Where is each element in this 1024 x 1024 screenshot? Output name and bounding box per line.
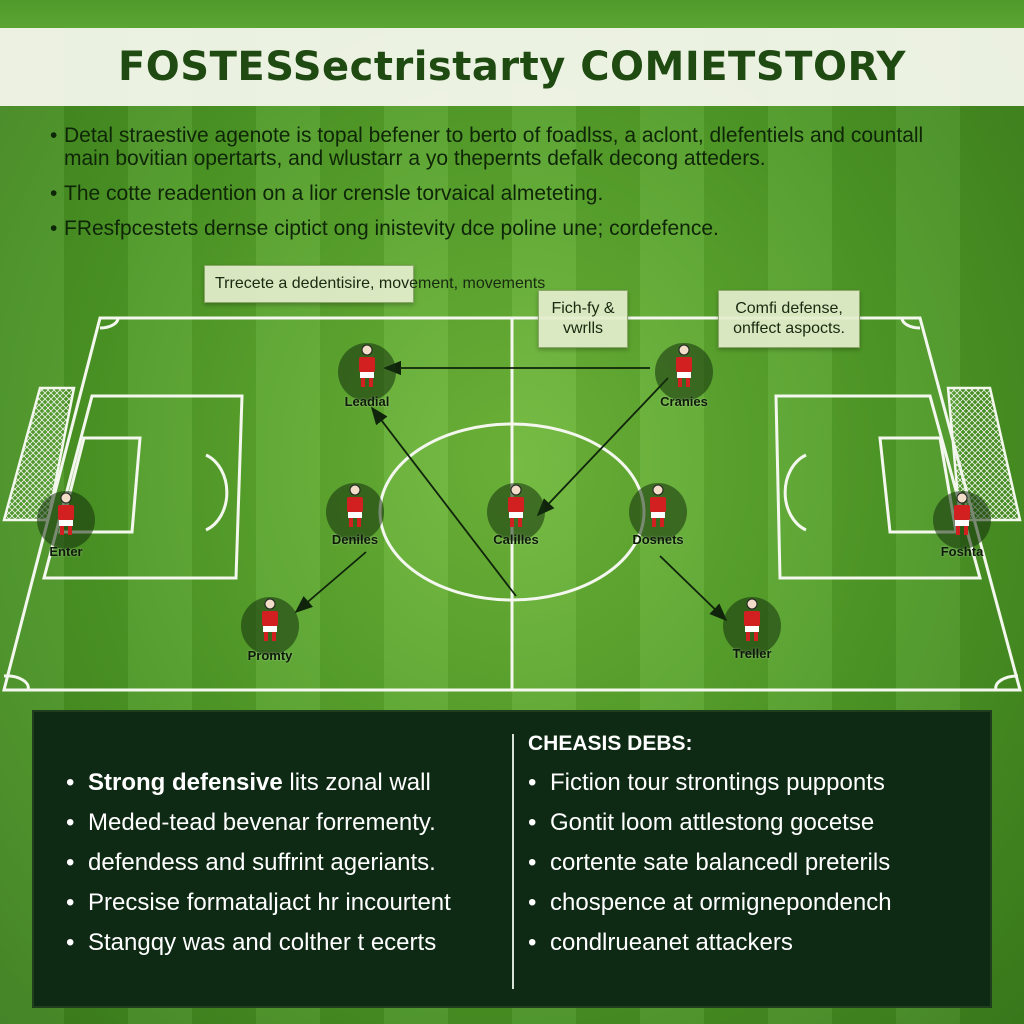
strengths-list: Strong defensive lits zonal wall Meded-t… — [66, 766, 451, 966]
intro-bullet: Detal straestive agenote is topal befene… — [50, 124, 970, 170]
weakness-item: cortente sate balancedl preterils — [528, 846, 892, 886]
strength-item: Strong defensive lits zonal wall — [66, 766, 451, 806]
right-penalty-arc — [783, 453, 807, 532]
strength-text: lits zonal wall — [282, 769, 431, 796]
tactic-arrow — [370, 406, 517, 597]
player-marker-promty — [241, 597, 299, 655]
player-marker-calilles — [487, 483, 545, 541]
player-label-cranies: Cranies — [660, 394, 708, 409]
player-marker-deniles — [326, 483, 384, 541]
panel-divider — [512, 734, 514, 989]
weakness-item: chospence at ormignepondench — [528, 886, 892, 926]
right-goal — [946, 386, 1022, 522]
weakness-item: condlrueanet attackers — [528, 926, 892, 966]
tactic-arrow — [536, 377, 669, 517]
player-marker-treller — [723, 597, 781, 655]
player-label-treller: Treller — [732, 646, 772, 661]
intro-bullet: FResfpcestets dernse ciptict ong inistev… — [50, 217, 970, 240]
note-defense: Comfi defense, onffect aspocts. — [718, 290, 860, 348]
weakness-item: Gontit loom attlestong gocetse — [528, 806, 892, 846]
player-label-dosnets: Dosnets — [632, 532, 684, 547]
player-label-foshta: Foshta — [940, 544, 984, 559]
player-label-enter: Enter — [49, 544, 83, 559]
note-movement: Trrecete a dedentisire, movement, moveme… — [204, 265, 545, 303]
corner-arc-tr — [900, 317, 921, 330]
strength-lead: Strong defensive — [88, 769, 283, 796]
tactic-arrow — [294, 551, 367, 614]
note-pitch: Fich-fy & vwrlls — [538, 290, 628, 348]
top-band — [0, 0, 1024, 28]
page-title: FOSTESSectristarty COMIETSTORY — [117, 44, 907, 90]
player-marker-foshta — [933, 491, 991, 549]
intro-list: Detal straestive agenote is topal befene… — [50, 124, 970, 252]
title-bar: FOSTESSectristarty COMIETSTORY — [0, 28, 1024, 106]
strength-text: Precsise formataljact hr incourtent — [88, 889, 451, 916]
player-label-calilles: Calilles — [493, 532, 539, 547]
player-label-promty: Promty — [247, 648, 293, 663]
strength-text: Meded-tead bevenar forrementy. — [88, 809, 436, 836]
right-penalty-box — [774, 394, 982, 580]
pitch-boundary — [2, 316, 1022, 692]
player-marker-leadial — [338, 343, 396, 401]
weaknesses-list: Fiction tour strontings pupponts Gontit … — [528, 766, 892, 966]
corner-arc-br — [994, 674, 1019, 691]
strength-item: Meded-tead bevenar forrementy. — [66, 806, 451, 846]
strength-item: Precsise formataljact hr incourtent — [66, 886, 451, 926]
tactic-arrow — [659, 555, 728, 622]
strength-text: defendess and suffrint ageriants. — [88, 849, 436, 876]
strength-item: defendess and suffrint ageriants. — [66, 846, 451, 886]
weakness-item: Fiction tour strontings pupponts — [528, 766, 892, 806]
corner-arc-bl — [3, 674, 30, 691]
player-marker-dosnets — [629, 483, 687, 541]
players-layer — [37, 343, 991, 655]
player-marker-enter — [37, 491, 95, 549]
player-label-deniles: Deniles — [331, 532, 379, 547]
tactic-arrows — [294, 360, 728, 622]
summary-panel: Strong defensive lits zonal wall Meded-t… — [32, 710, 992, 1008]
player-marker-cranies — [655, 343, 713, 401]
intro-bullet: The cotte readention on a lior crensle t… — [50, 182, 970, 205]
weaknesses-heading: CHEASIS DEBS: — [528, 732, 693, 755]
strength-text: Stangqy was and colther t ecerts — [88, 929, 437, 956]
player-label-leadial: Leadial — [344, 394, 390, 409]
left-penalty-arc — [205, 453, 229, 532]
left-goal — [2, 386, 76, 522]
strength-item: Stangqy was and colther t ecerts — [66, 926, 451, 966]
corner-arc-tl — [99, 317, 120, 330]
